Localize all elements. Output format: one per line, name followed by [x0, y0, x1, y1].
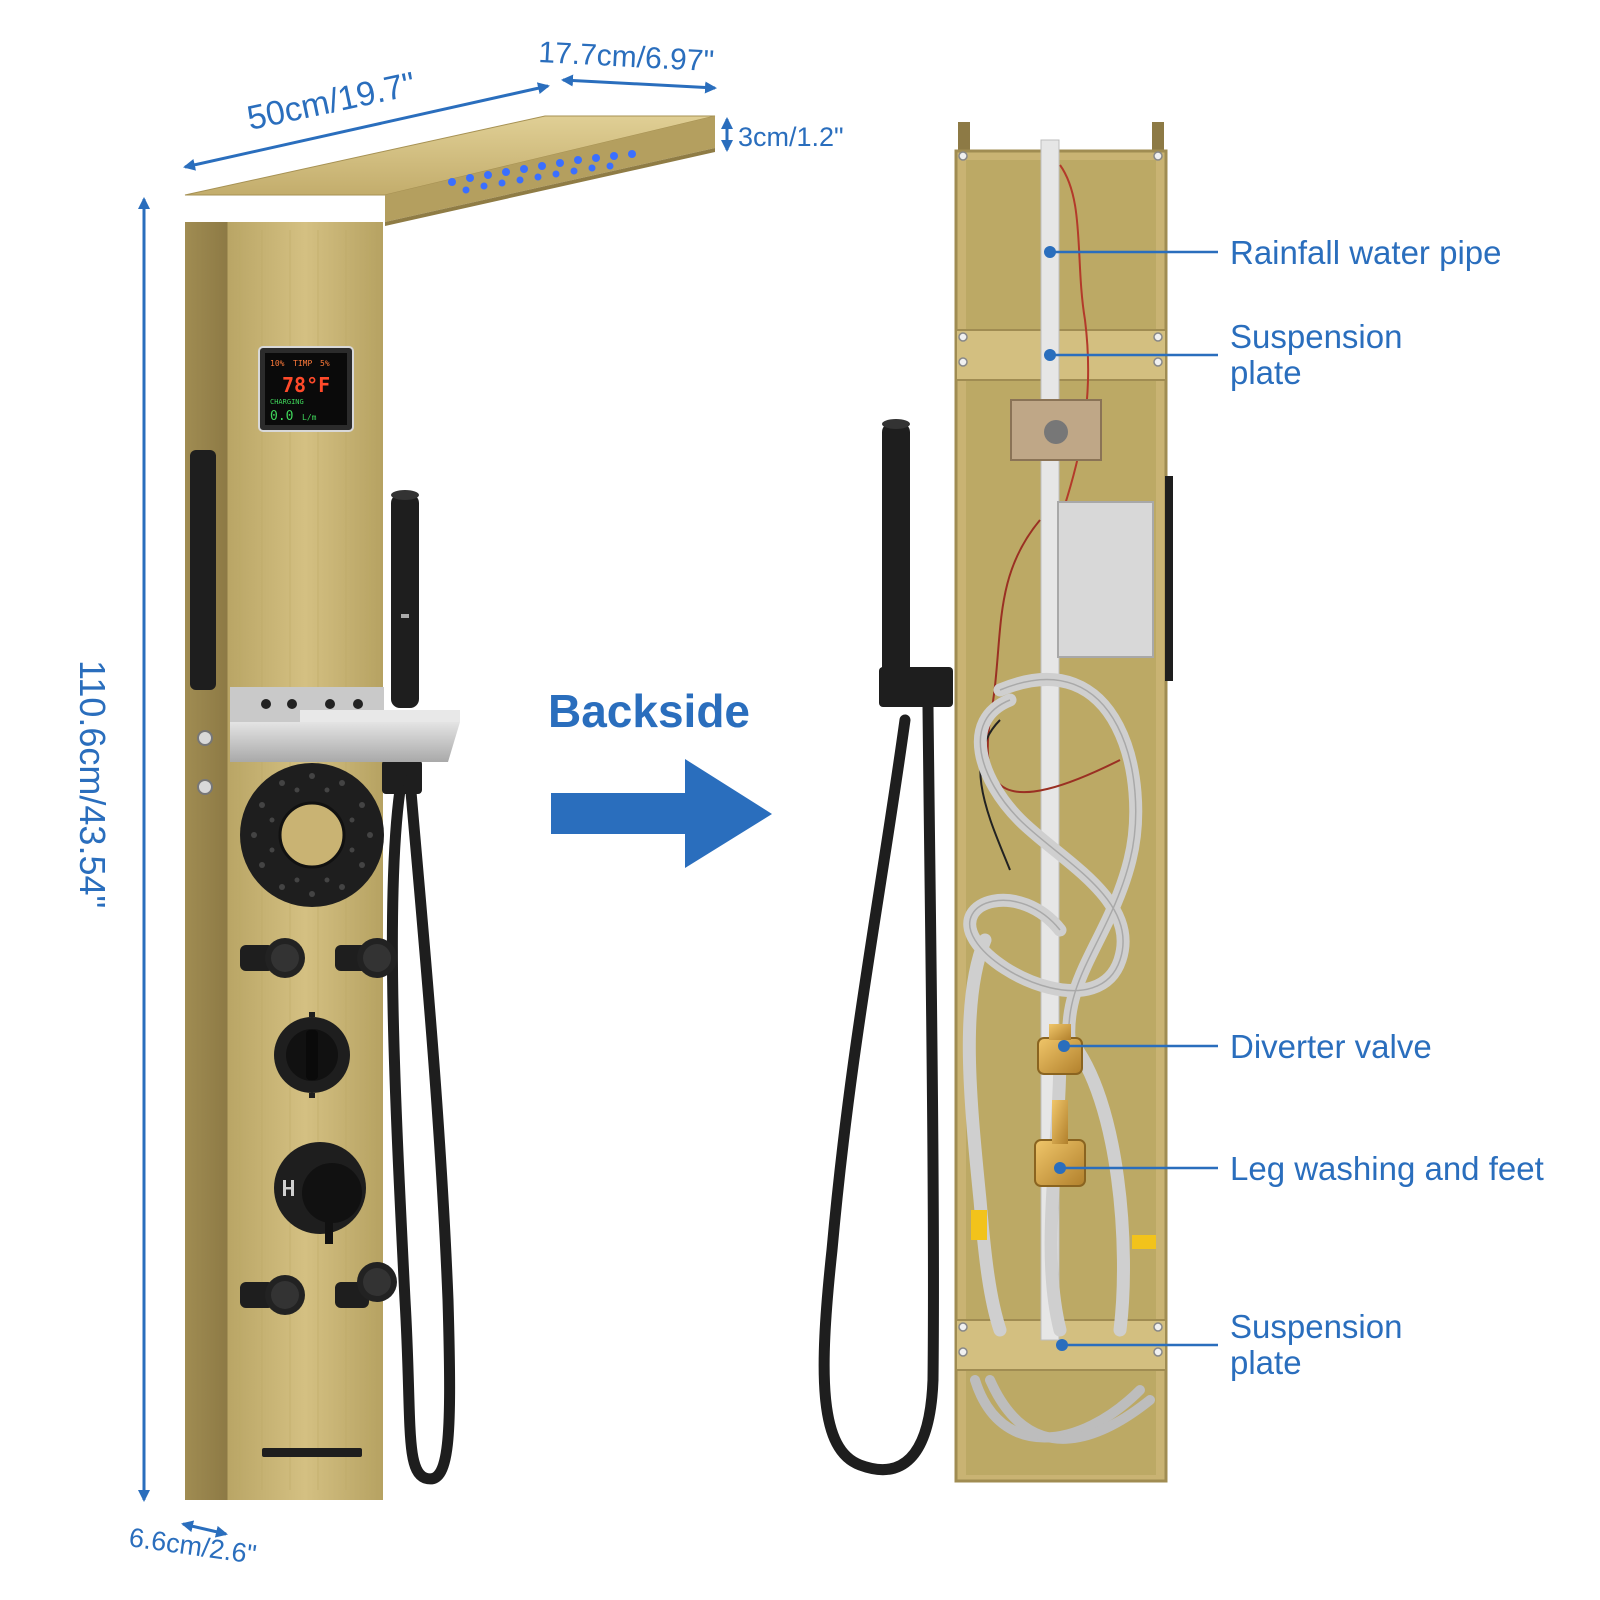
- display-subtitle: CHARGING: [270, 398, 304, 406]
- display-flow-unit: L/m: [302, 413, 317, 422]
- thickness-label: 3cm/1.2": [738, 122, 844, 152]
- massage-ring-jet[interactable]: [240, 763, 384, 907]
- side-button-2[interactable]: [197, 779, 213, 795]
- callout-diverter-valve: Diverter valve: [1230, 1028, 1432, 1065]
- callout-suspension-top-line1: Suspension: [1230, 318, 1402, 355]
- rain-head-underside: [385, 148, 715, 226]
- rain-head-front: [385, 116, 715, 222]
- callout-suspension-bottom-line1: Suspension: [1230, 1308, 1402, 1345]
- diverter-knob[interactable]: [274, 1012, 350, 1098]
- digital-display: 10% TIMP 5% 78°F CHARGING 0.0 L/m: [258, 346, 354, 432]
- shower-mode-icon: [278, 1012, 315, 1098]
- display-flow: 0.0: [270, 409, 293, 424]
- panel-side: [185, 222, 227, 1500]
- callout-suspension-bottom-line2: plate: [1230, 1344, 1302, 1381]
- depth-label: 17.7cm/6.97": [538, 36, 715, 78]
- width-dimension-line: [181, 1520, 228, 1538]
- body-jet-top-right[interactable]: [335, 938, 397, 978]
- callouts: Rainfall water pipe Suspension plate Div…: [1044, 234, 1544, 1381]
- right-arrow-icon: [551, 759, 772, 868]
- length-dimension-line: [183, 82, 550, 171]
- callout-leg-washing: Leg washing and feet: [1230, 1150, 1544, 1187]
- steel-shelf: [230, 687, 460, 762]
- front-panel: 10% TIMP 5% 78°F CHARGING 0.0 L/m: [184, 115, 716, 1500]
- temperature-knob[interactable]: [274, 1142, 366, 1244]
- display-top-mid: TIMP: [293, 359, 312, 368]
- side-button-1[interactable]: [197, 730, 213, 746]
- display-top-right: 5%: [320, 359, 330, 368]
- callout-suspension-top-line2: plate: [1230, 354, 1302, 391]
- backside-label: Backside: [548, 685, 750, 737]
- shower-hose: [386, 774, 456, 1485]
- body-jet-bottom-left[interactable]: [240, 1275, 305, 1315]
- callout-rainfall-pipe: Rainfall water pipe: [1230, 234, 1501, 271]
- height-label: 110.6cm/43.54": [72, 660, 113, 908]
- side-light-strip: [190, 450, 216, 690]
- body-jet-bottom-right[interactable]: [335, 1262, 397, 1308]
- display-temperature: 78°F: [282, 373, 330, 397]
- length-label: 50cm/19.7": [244, 65, 419, 138]
- waterfall-slot: [262, 1448, 362, 1457]
- depth-dimension-line: [561, 74, 717, 94]
- handheld-shower[interactable]: [382, 490, 422, 794]
- handheld-shower-back: [818, 419, 953, 1475]
- back-panel: [954, 122, 1173, 1483]
- body-jet-top-left[interactable]: [240, 938, 305, 978]
- electronic-box: [1057, 501, 1154, 658]
- width-label: 6.6cm/2.6": [127, 1522, 258, 1570]
- hot-label-icon: [283, 1180, 294, 1196]
- display-top-left: 10%: [270, 359, 285, 368]
